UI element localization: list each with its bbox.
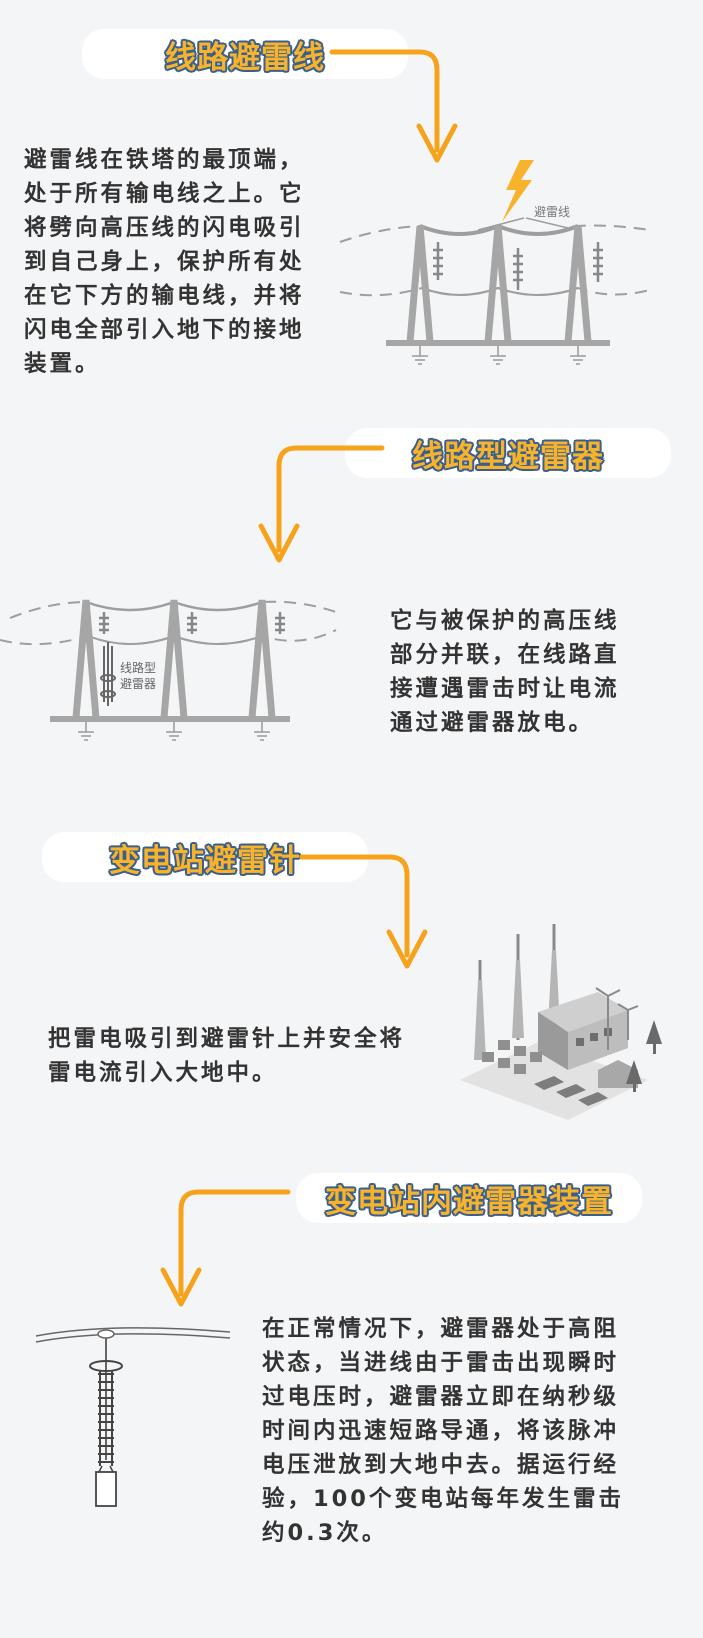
diagram-label: 避雷线 xyxy=(534,205,570,219)
section-title-pill: 变电站内避雷器装置 xyxy=(296,1173,642,1223)
section-body: 它与被保护的高压线 部分并联，在线路直 接遭遇雷击时让电流 通过避雷器放电。 xyxy=(390,604,690,740)
section-body: 在正常情况下，避雷器处于高阻 状态，当进线由于雷击出现瞬时 过电压时，避雷器立即… xyxy=(262,1312,682,1550)
curved-arrow xyxy=(258,445,385,563)
line-arrester-diagram: 线路型 避雷器 xyxy=(0,599,337,741)
arrester-device-illustration xyxy=(35,1327,231,1507)
text-line: 将劈向高压线的闪电吸引 xyxy=(24,215,305,241)
substation-illustration xyxy=(460,924,662,1120)
text-line: 状态，当进线由于雷击出现瞬时 xyxy=(262,1350,620,1376)
section-body: 避雷线在铁塔的最顶端， 处于所有输电线之上。它 将劈向高压线的闪电吸引 到自己身… xyxy=(24,143,344,381)
text-line: 约0.3次。 xyxy=(262,1520,388,1546)
text-line: 过电压时，避雷器立即在纳秒级 xyxy=(262,1384,620,1410)
text-line: 接遭遇雷击时让电流 xyxy=(390,676,620,702)
text-line: 电压泄放到大地中去。据运行经 xyxy=(262,1452,620,1478)
ground-icon xyxy=(78,722,270,741)
curved-arrow xyxy=(329,49,458,163)
text-line: 装置。 xyxy=(24,351,101,377)
section-title: 变电站避雷针 xyxy=(109,842,301,879)
diagram-label: 避雷器 xyxy=(120,677,156,691)
text-line: 验，100个变电站每年发生雷击 xyxy=(262,1486,624,1512)
text-line: 闪电全部引入地下的接地 xyxy=(24,317,305,343)
text-line: 雷电流引入大地中。 xyxy=(48,1060,278,1086)
section-title-pill: 线路型避雷器 xyxy=(345,428,671,478)
section-title-pill: 变电站避雷针 xyxy=(42,832,368,882)
text-line: 避雷线在铁塔的最顶端， xyxy=(24,147,305,173)
text-line: 它与被保护的高压线 xyxy=(390,608,620,634)
transmission-tower-diagram: 避雷线 xyxy=(339,160,651,365)
text-line: 在正常情况下，避雷器处于高阻 xyxy=(262,1316,620,1342)
text-line: 把雷电吸引到避雷针上并安全将 xyxy=(48,1026,406,1052)
text-line: 到自己身上，保护所有处 xyxy=(24,249,305,275)
curved-arrow xyxy=(160,1189,291,1307)
text-line: 处于所有输电线之上。它 xyxy=(24,181,305,207)
text-line: 通过避雷器放电。 xyxy=(390,710,595,736)
section-body: 把雷电吸引到避雷针上并安全将 雷电流引入大地中。 xyxy=(48,1022,468,1090)
section-title: 线路避雷线 xyxy=(165,39,325,76)
text-line: 在它下方的输电线，并将 xyxy=(24,283,305,309)
text-line: 时间内迅速短路导通，将该脉冲 xyxy=(262,1418,620,1444)
section-title: 线路型避雷器 xyxy=(412,438,604,475)
diagram-label: 线路型 xyxy=(120,660,156,675)
lightning-icon xyxy=(502,160,534,222)
curved-arrow xyxy=(299,854,428,969)
ground-icon xyxy=(412,346,586,365)
section-title: 变电站内避雷器装置 xyxy=(325,1183,613,1220)
text-line: 部分并联，在线路直 xyxy=(390,642,620,668)
